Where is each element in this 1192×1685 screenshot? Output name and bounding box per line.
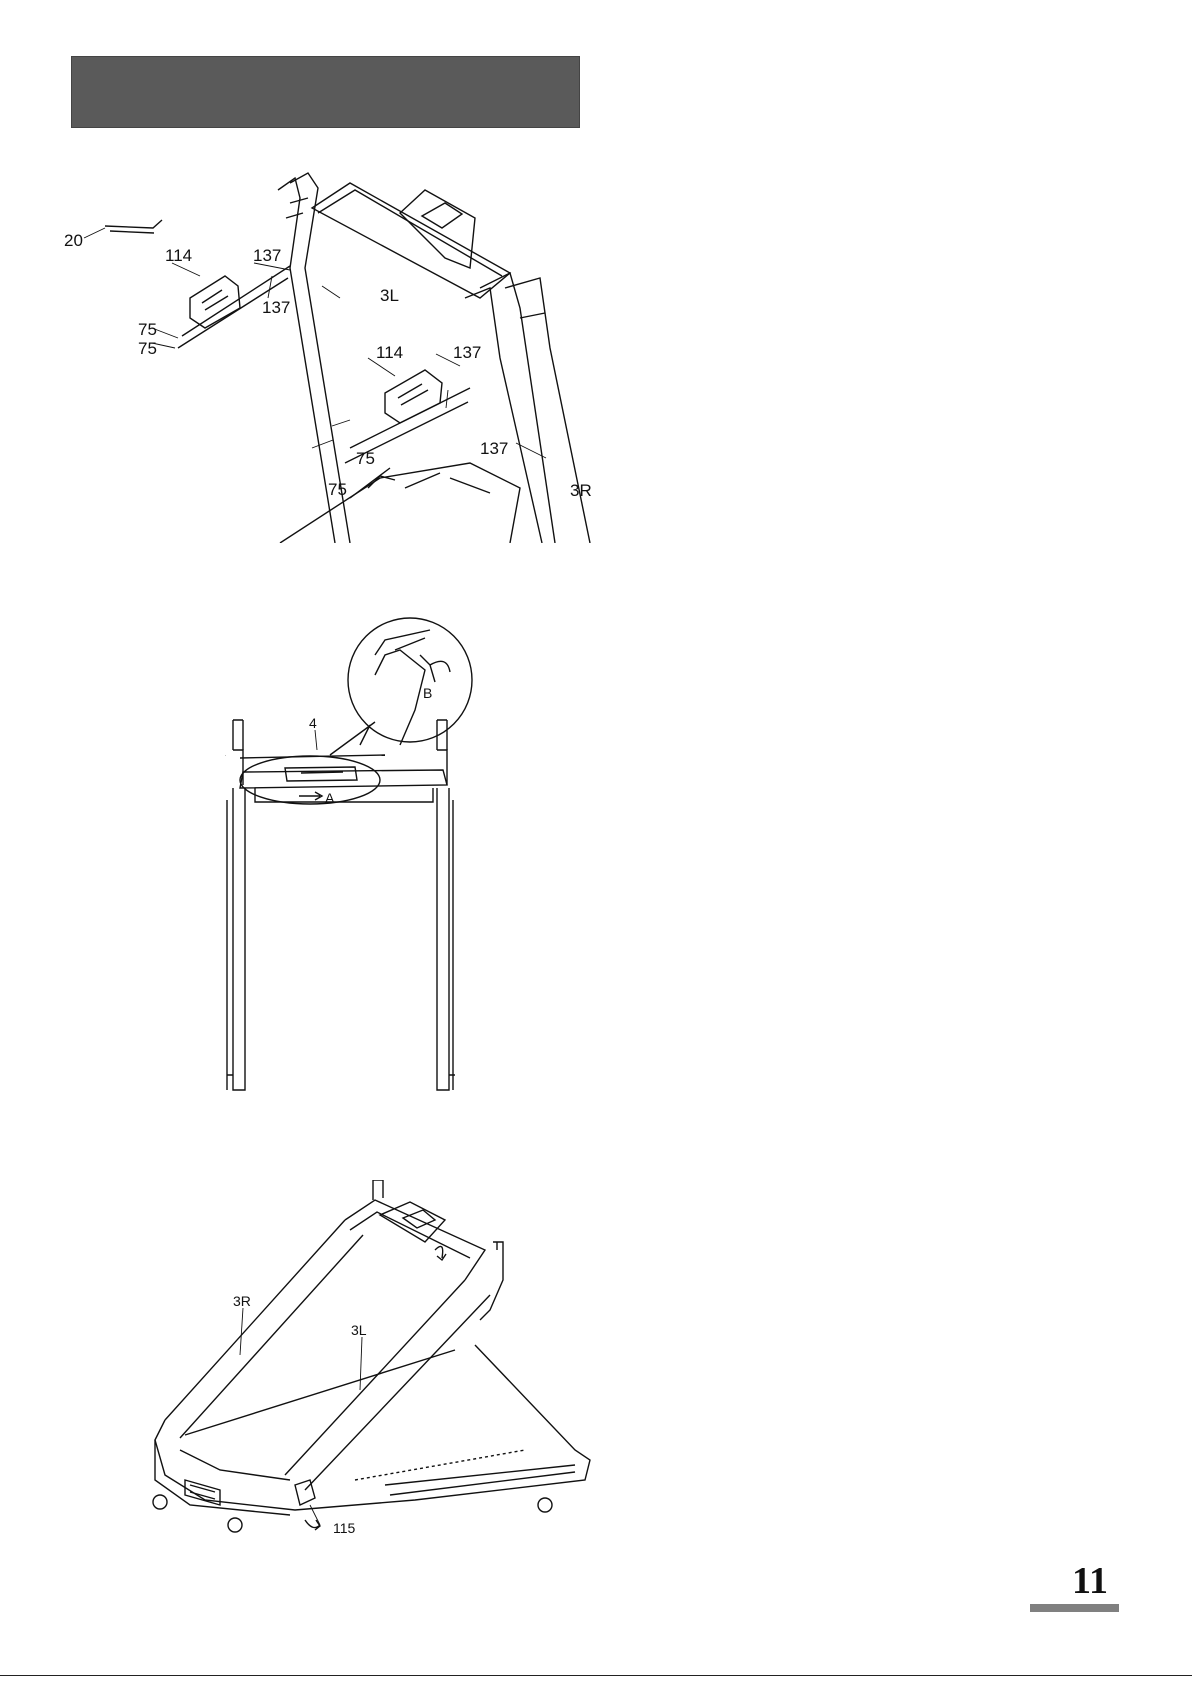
figure-3-folding-view: 3R 3L 115	[145, 1180, 595, 1540]
label-115: 115	[333, 1520, 356, 1536]
label-137-right-bottom: 137	[480, 439, 508, 458]
label-20: 20	[64, 231, 83, 250]
label-75-left-1: 75	[138, 320, 157, 339]
label-75-left-2: 75	[138, 339, 157, 358]
label-75-right-2: 75	[328, 480, 347, 499]
label-114-left: 114	[165, 246, 192, 265]
figure-1-drawing: 20 114 137 137 75 75 3L 114 137 137 75 7…	[50, 158, 610, 543]
label-137-left-top: 137	[253, 246, 281, 265]
figure-2-front-view: 4 A B	[225, 610, 525, 1095]
label-3L-fig3: 3L	[351, 1322, 367, 1338]
figure-3-drawing: 3R 3L 115	[145, 1180, 595, 1540]
figure-2-drawing: 4 A B	[225, 610, 525, 1095]
label-A: A	[325, 790, 335, 806]
label-B: B	[423, 685, 432, 701]
label-3R: 3R	[570, 481, 592, 500]
figure-1-exploded-uprights: 20 114 137 137 75 75 3L 114 137 137 75 7…	[50, 158, 610, 543]
label-4: 4	[309, 715, 317, 731]
label-114-right: 114	[376, 343, 403, 362]
footer-rule	[0, 1675, 1192, 1676]
label-3L: 3L	[380, 286, 399, 305]
label-137-left-bottom: 137	[262, 298, 290, 317]
section-header-bar	[71, 56, 580, 128]
page-number: 11	[1060, 1561, 1120, 1601]
allen-key-drawing	[105, 220, 162, 233]
label-137-right-top: 137	[453, 343, 481, 362]
page-number-underline	[1030, 1604, 1119, 1612]
label-75-right-1: 75	[356, 449, 375, 468]
label-3R-fig3: 3R	[233, 1293, 251, 1309]
